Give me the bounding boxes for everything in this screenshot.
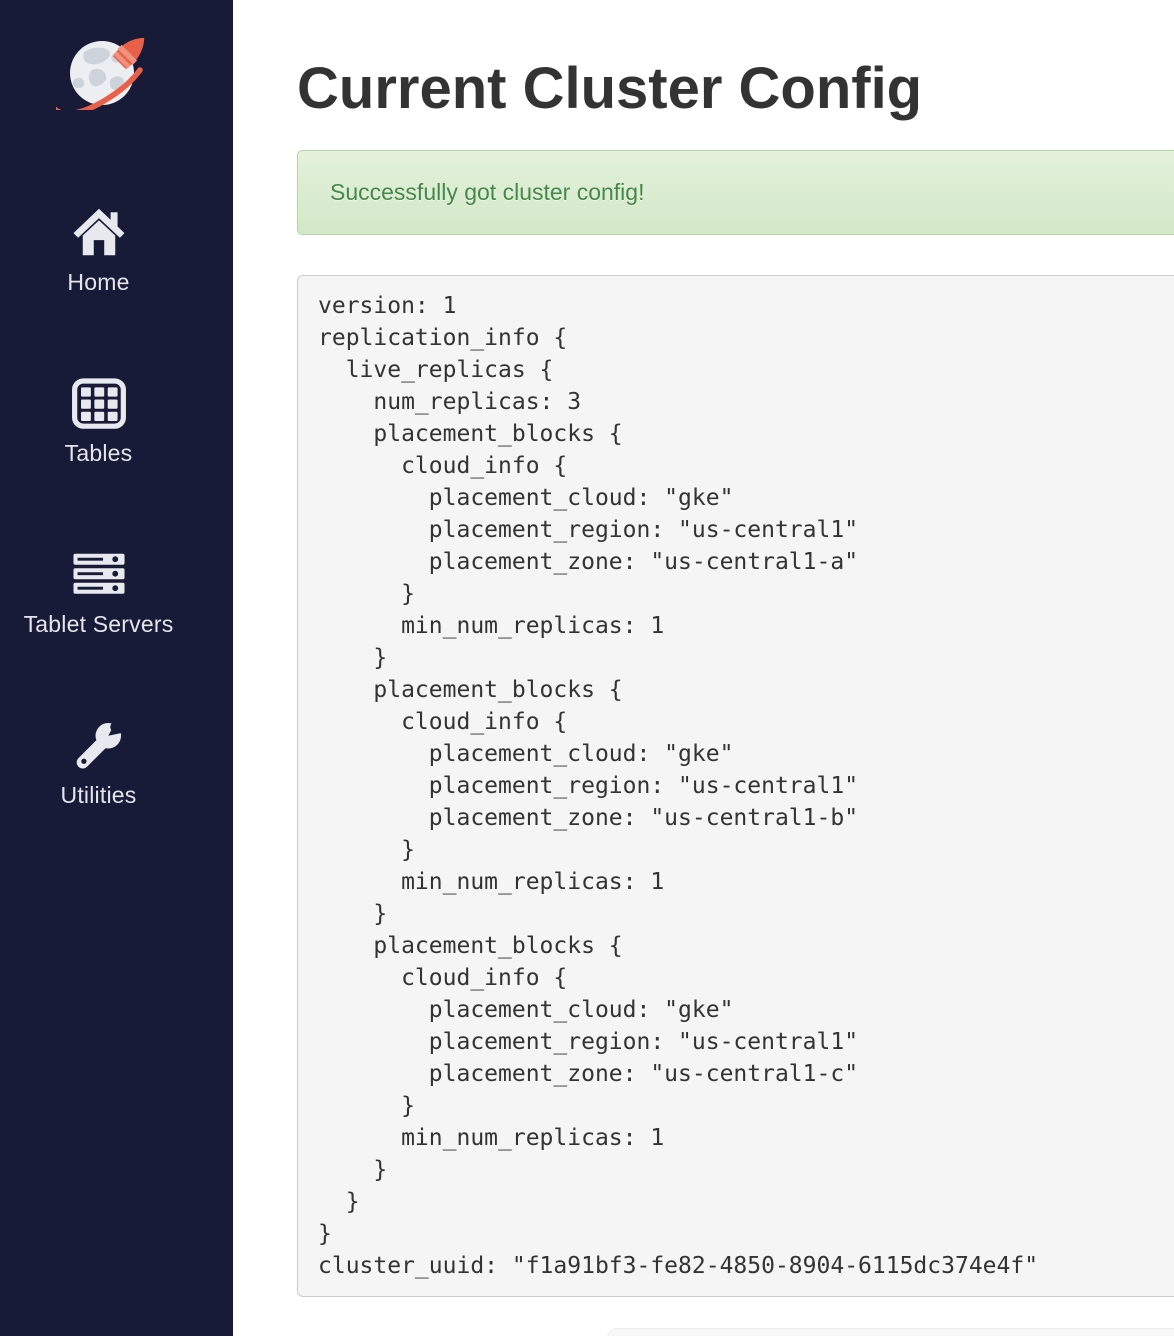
sidebar-item-tablet-servers[interactable]: Tablet Servers [0, 545, 197, 638]
sidebar-item-label: Tablet Servers [23, 611, 174, 637]
sidebar-item-label: Home [67, 269, 130, 295]
tablet-servers-icon [70, 545, 128, 603]
home-icon [70, 203, 128, 261]
orbit-icon [56, 67, 143, 110]
sidebar-item-utilities[interactable]: Utilities [0, 716, 197, 809]
sidebar-item-tables[interactable]: Tables [0, 374, 197, 467]
tables-icon [70, 374, 128, 432]
success-alert-message: Successfully got cluster config! [330, 179, 645, 205]
partial-panel-below-fold [607, 1328, 1174, 1336]
rocket-icon [113, 37, 145, 69]
sidebar-item-home[interactable]: Home [0, 203, 197, 296]
page-title: Current Cluster Config [297, 56, 923, 121]
sidebar-item-label: Tables [64, 440, 133, 466]
app-logo-rocket-globe-icon[interactable] [56, 26, 152, 110]
utilities-icon [70, 716, 128, 774]
success-alert: Successfully got cluster config! [297, 150, 1174, 235]
cluster-config-code-block: version: 1 replication_info { live_repli… [297, 275, 1174, 1297]
sidebar: Home Tables [0, 0, 233, 1336]
sidebar-nav: Home Tables [0, 203, 233, 809]
sidebar-item-label: Utilities [60, 782, 137, 808]
main-content: Current Cluster Config Successfully got … [233, 0, 1174, 1297]
